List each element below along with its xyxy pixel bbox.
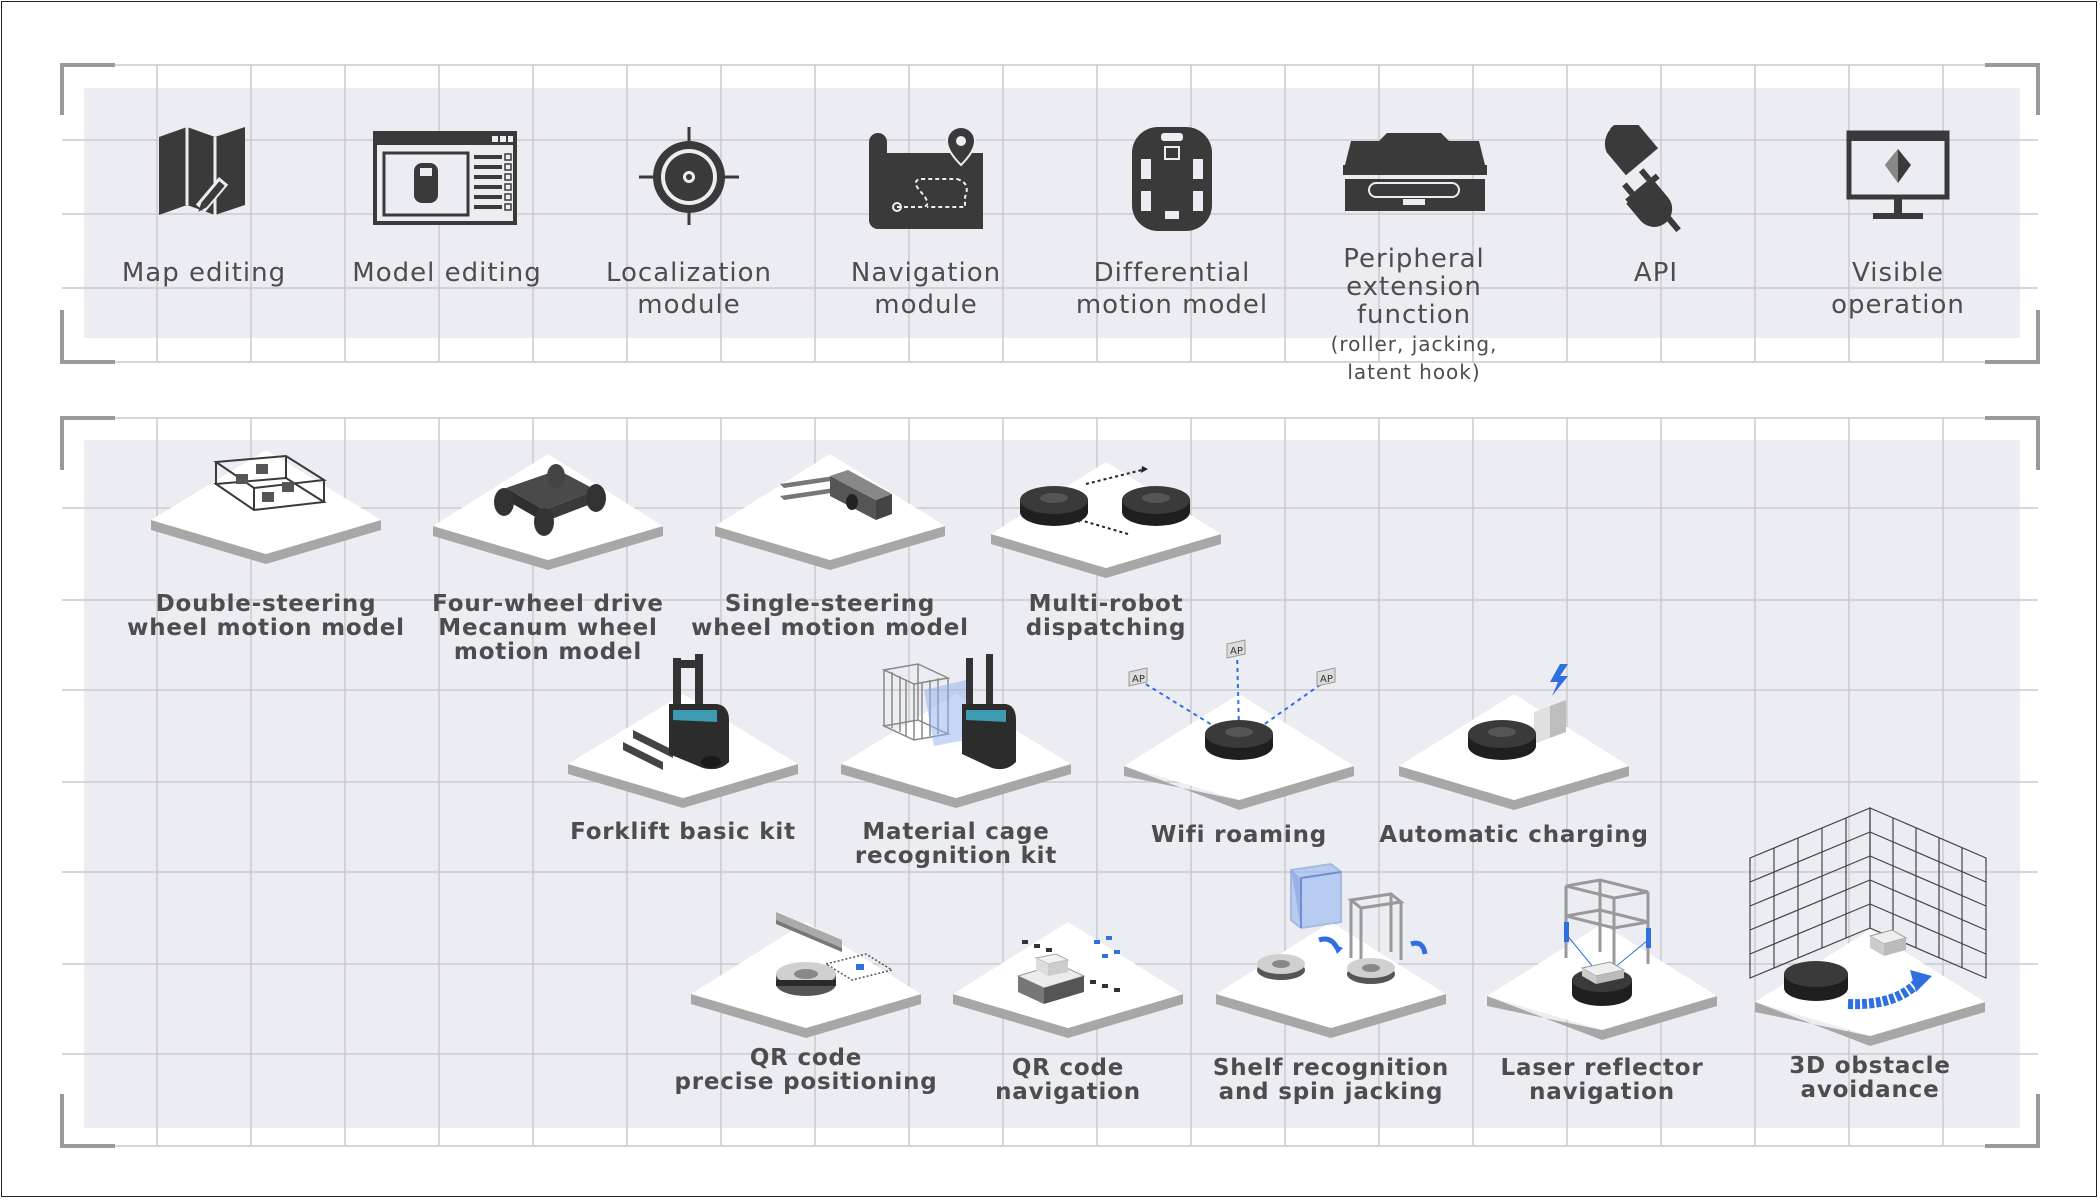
map-edit-icon [159, 127, 245, 215]
tile-label-line-1: QR code [1011, 1055, 1125, 1081]
multi-robot-icon [991, 462, 1221, 578]
feature-peripheral-extension: Peripheral extension function (roller, j… [1304, 125, 1524, 384]
tile-label-line-2: recognition kit [854, 843, 1058, 869]
tile-label-line-1: Wifi roaming [1150, 822, 1328, 848]
tile-qr-navigation: QR code navigation [918, 904, 1218, 1114]
tile-label-line-2: and spin jacking [1218, 1079, 1444, 1105]
tile-label-line-1: Automatic charging [1379, 822, 1649, 848]
feature-label-line-1: Peripheral [1343, 244, 1485, 274]
tile-material-cage: Material cage recognition kit [806, 650, 1106, 870]
feature-visible-operation: Visible operation [1788, 125, 2008, 325]
qr-navigation-icon [953, 922, 1183, 1038]
tile-qr-positioning: QR code precise positioning [656, 904, 956, 1104]
tile-label-line-2: wheel motion model [127, 615, 405, 641]
model-edit-icon [373, 131, 517, 225]
tile-auto-charging: Automatic charging [1364, 660, 1664, 860]
tile-label-line-2: wheel motion model [691, 615, 969, 641]
crosshair-icon [639, 127, 739, 225]
feature-differential-motion-model: Differential motion model [1062, 125, 1282, 325]
robot-chassis-icon [1132, 127, 1212, 231]
feature-label: Map editing [121, 258, 287, 288]
monitor-icon [1846, 130, 1950, 219]
tile-label-line-2: Mecanum wheel [438, 615, 658, 641]
tile-label-line-1: 3D obstacle [1789, 1053, 1951, 1079]
feature-localization-module: Localization module [579, 125, 799, 325]
mecanum-chassis-icon [433, 454, 663, 570]
qr-positioning-icon [691, 912, 921, 1038]
obstacle-avoidance-icon [1749, 807, 1987, 1046]
wifi-roaming-icon: AP AP AP [1124, 639, 1354, 810]
forklift-icon [568, 654, 798, 808]
ap-label-1: AP [1132, 674, 1145, 685]
peripheral-icon [1343, 133, 1487, 211]
feature-label-line-2: module [637, 290, 741, 320]
laser-reflector-icon [1487, 878, 1717, 1040]
feature-api: API [1546, 125, 1766, 325]
material-cage-icon [841, 654, 1071, 808]
auto-charging-icon [1399, 664, 1629, 810]
ap-label-3: AP [1320, 674, 1333, 685]
single-steering-icon [715, 454, 945, 570]
feature-label-line-2: operation [1831, 290, 1965, 320]
feature-label-line-1: Visible [1852, 258, 1944, 288]
tile-multi-robot: Multi-robot dispatching [956, 440, 1256, 670]
ap-label-2: AP [1230, 646, 1243, 657]
feature-sublabel-line-1: (roller, jacking, [1330, 332, 1498, 356]
feature-label-line-1: Differential [1093, 258, 1251, 288]
tile-label-line-3: motion model [453, 639, 643, 665]
tile-label-line-1: Shelf recognition [1212, 1055, 1450, 1081]
tile-single-steering: Single-steering wheel motion model [680, 440, 980, 670]
navigation-map-icon [869, 125, 983, 229]
tile-label-line-1: Laser reflector [1500, 1055, 1704, 1081]
tile-label-line-2: precise positioning [674, 1069, 938, 1095]
tile-label-line-1: Forklift basic kit [570, 819, 796, 845]
tile-label-line-1: Four-wheel drive [432, 591, 664, 617]
feature-map-editing: Map editing [94, 125, 314, 325]
double-steering-frame-icon [151, 450, 381, 564]
tile-label-line-2: navigation [995, 1079, 1141, 1105]
feature-label: Model editing [352, 258, 542, 288]
tile-label-line-2: navigation [1529, 1079, 1675, 1105]
tile-label-line-1: Single-steering [724, 591, 936, 617]
tile-label-line-2: dispatching [1025, 615, 1187, 641]
tile-label-line-2: avoidance [1800, 1077, 1940, 1103]
feature-label-line-1: Navigation [850, 258, 1002, 288]
feature-model-editing: Model editing [337, 125, 557, 325]
tile-label-line-1: QR code [749, 1045, 863, 1071]
feature-label: API [1633, 258, 1679, 288]
tile-forklift: Forklift basic kit [533, 650, 833, 850]
feature-label-line-2: motion model [1075, 290, 1269, 320]
feature-label-line-2: extension function [1346, 272, 1482, 330]
feature-label-line-1: Localization [606, 258, 772, 288]
tile-3d-obstacle: 3D obstacle avoidance [1720, 800, 2020, 1110]
api-plug-icon [1604, 125, 1681, 233]
tile-wifi-roaming: AP AP AP Wifi roaming [1089, 628, 1389, 858]
tile-label-line-1: Multi-robot [1028, 591, 1184, 617]
shelf-jacking-icon [1216, 862, 1446, 1038]
feature-sublabel-line-2: latent hook) [1347, 360, 1481, 384]
tile-shelf-jacking: Shelf recognition and spin jacking [1181, 862, 1481, 1112]
tile-label-line-1: Double-steering [155, 591, 377, 617]
tile-label-line-1: Material cage [862, 819, 1050, 845]
feature-label-line-2: module [874, 290, 978, 320]
tile-mecanum: Four-wheel drive Mecanum wheel motion mo… [398, 440, 698, 680]
feature-navigation-module: Navigation module [816, 125, 1036, 325]
tile-double-steering: Double-steering wheel motion model [116, 440, 416, 670]
tile-laser-reflector: Laser reflector navigation [1452, 874, 1752, 1114]
